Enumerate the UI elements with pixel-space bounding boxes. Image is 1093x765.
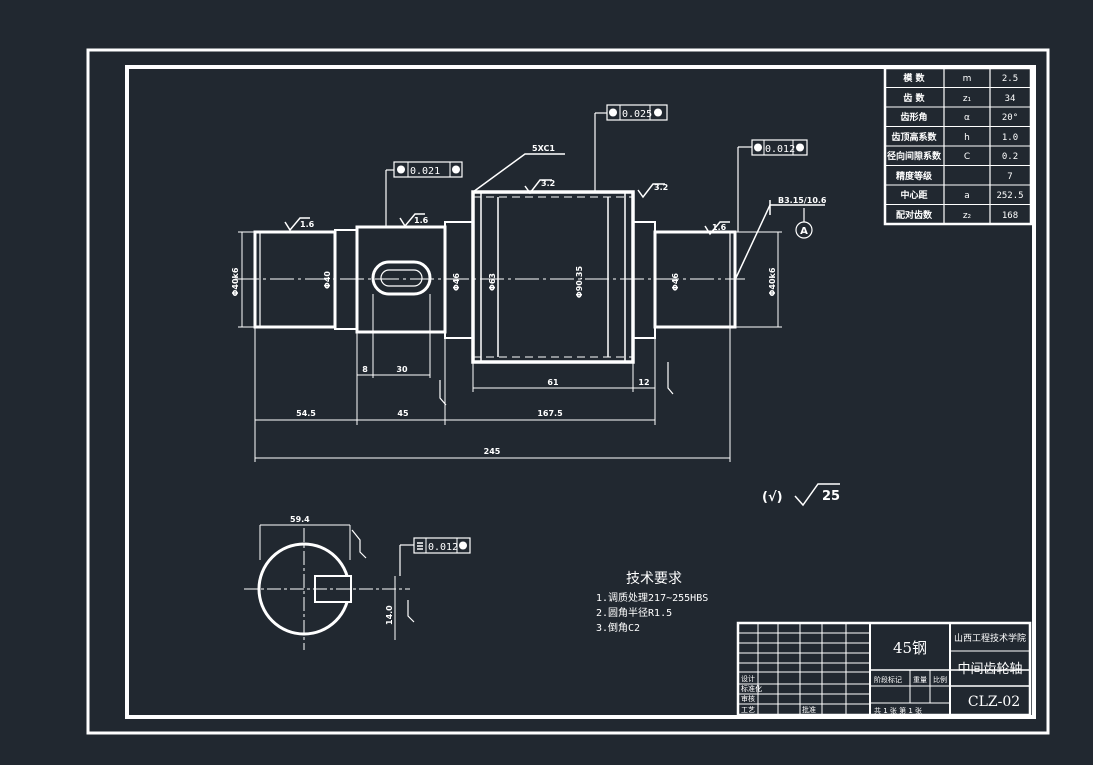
param-value: 2.5: [1002, 74, 1018, 84]
param-value: 0.2: [1002, 152, 1018, 162]
svg-text:阶段标记: 阶段标记: [874, 675, 902, 684]
param-label: 径向间隙系数: [887, 150, 942, 162]
param-label: 齿顶高系数: [891, 131, 937, 143]
svg-text:5XC1: 5XC1: [532, 144, 555, 153]
svg-text:比例: 比例: [933, 675, 947, 684]
svg-text:25: 25: [822, 489, 840, 504]
param-value: 34: [1005, 94, 1016, 104]
svg-text:12: 12: [638, 378, 649, 387]
svg-text:1.6: 1.6: [712, 223, 727, 232]
roughness-marks: 1.6 1.6 3.2 3.2 1.6: [284, 179, 730, 236]
svg-text:设计: 设计: [741, 674, 755, 683]
svg-text:1.6: 1.6: [300, 220, 315, 229]
section-view: 59.4 14.0 0.012: [244, 515, 471, 650]
param-value: 20°: [1002, 113, 1018, 123]
param-label: 配对齿数: [896, 209, 933, 221]
param-label: 齿 数: [903, 92, 925, 104]
shaft-main-view: Φ40 Φ46 Φ63 Φ90.35 Φ46 Φ40k6 Φ40k6: [231, 190, 782, 364]
param-label: 中心距: [900, 189, 927, 201]
part-name-text: 中间齿轮轴: [957, 662, 1022, 677]
svg-text:1.6: 1.6: [414, 216, 429, 225]
datum-a-circle: [795, 221, 813, 239]
note-line: 3.倒角C2: [596, 622, 640, 634]
gear-parameter-table: 模 数 m 2.5 齿 数 z₁ 34 齿形角 α 20° 齿顶高系数 h 1.…: [883, 66, 1033, 226]
svg-text:8: 8: [362, 365, 368, 374]
svg-text:共 1 张 第 1 张: 共 1 张 第 1 张: [874, 706, 922, 715]
svg-text:B3.15/10.6: B3.15/10.6: [778, 196, 827, 205]
svg-text:0.012: 0.012: [765, 144, 795, 155]
technical-requirements: 技术要求 1.调质处理217~255HBS 2.圆角半径R1.5 3.倒角C2: [596, 571, 708, 634]
material-text: 45钢: [893, 639, 927, 657]
school-text: 山西工程技术学院: [954, 632, 1026, 644]
svg-text:Φ40k6: Φ40k6: [231, 267, 240, 296]
param-symbol: z₁: [963, 94, 972, 104]
param-symbol: h: [964, 133, 970, 143]
keyway: [371, 260, 432, 296]
svg-text:(√): (√): [762, 490, 783, 505]
svg-text:0.025: 0.025: [622, 109, 652, 120]
chamfer-note: 5XC1: [472, 144, 565, 193]
svg-text:重量: 重量: [913, 676, 927, 684]
param-symbol: m: [963, 74, 972, 84]
notes-title: 技术要求: [626, 571, 682, 587]
svg-text:Φ63: Φ63: [488, 273, 497, 291]
svg-text:59.4: 59.4: [290, 515, 310, 524]
surface-finish-note: (√) 25: [762, 483, 840, 507]
svg-text:Φ40k6: Φ40k6: [768, 267, 777, 296]
param-value: 1.0: [1002, 133, 1018, 143]
svg-text:54.5: 54.5: [296, 409, 316, 418]
svg-text:0.012: 0.012: [428, 542, 458, 553]
param-symbol: z₂: [963, 211, 972, 221]
param-value: 7: [1007, 172, 1012, 182]
svg-text:245: 245: [484, 447, 501, 456]
svg-text:14.0: 14.0: [385, 605, 394, 625]
svg-text:0.021: 0.021: [410, 166, 440, 177]
svg-text:标准化: 标准化: [741, 684, 762, 693]
param-label: 精度等级: [896, 170, 933, 182]
dimensions: 8 30 61 12 54.5 45 167.5 245: [254, 294, 731, 462]
tolerance-frame-3: 0.012: [737, 139, 808, 232]
outer-border: [86, 48, 1050, 735]
param-value: 252.5: [996, 191, 1023, 201]
svg-text:批准: 批准: [802, 705, 816, 714]
center-hole-note: B3.15/10.6 A: [734, 196, 827, 281]
param-symbol: C: [964, 152, 970, 162]
svg-text:167.5: 167.5: [537, 409, 563, 418]
svg-text:30: 30: [396, 365, 408, 374]
svg-text:A: A: [800, 226, 808, 237]
svg-text:Φ90.35: Φ90.35: [575, 266, 584, 299]
param-value: 168: [1002, 211, 1018, 221]
svg-text:审核: 审核: [741, 694, 755, 703]
param-label: 模 数: [903, 72, 925, 84]
drawing-number-text: CLZ-02: [968, 694, 1020, 710]
tolerance-frame-2: 0.025: [594, 104, 668, 192]
svg-text:工艺: 工艺: [741, 706, 755, 714]
svg-text:3.2: 3.2: [541, 179, 555, 188]
inner-border: [125, 65, 1036, 719]
param-label: 齿形角: [900, 111, 927, 123]
tolerance-frame-1: 0.021: [385, 161, 463, 227]
svg-text:Φ40: Φ40: [323, 271, 332, 289]
svg-text:Φ46: Φ46: [452, 273, 461, 291]
param-symbol: a: [964, 191, 970, 201]
title-block: 设计 标准化 审核 工艺 批准 45钢 山西工程技术学院 中间齿轮轴 CLZ-0…: [736, 621, 1032, 717]
svg-text:3.2: 3.2: [654, 183, 668, 192]
svg-text:45: 45: [397, 409, 409, 418]
svg-text:Φ46: Φ46: [671, 273, 680, 291]
gear-body: [471, 190, 635, 364]
param-symbol: α: [964, 113, 970, 123]
note-line: 2.圆角半径R1.5: [596, 606, 672, 619]
svg-text:61: 61: [547, 378, 559, 387]
note-line: 1.调质处理217~255HBS: [596, 592, 708, 604]
